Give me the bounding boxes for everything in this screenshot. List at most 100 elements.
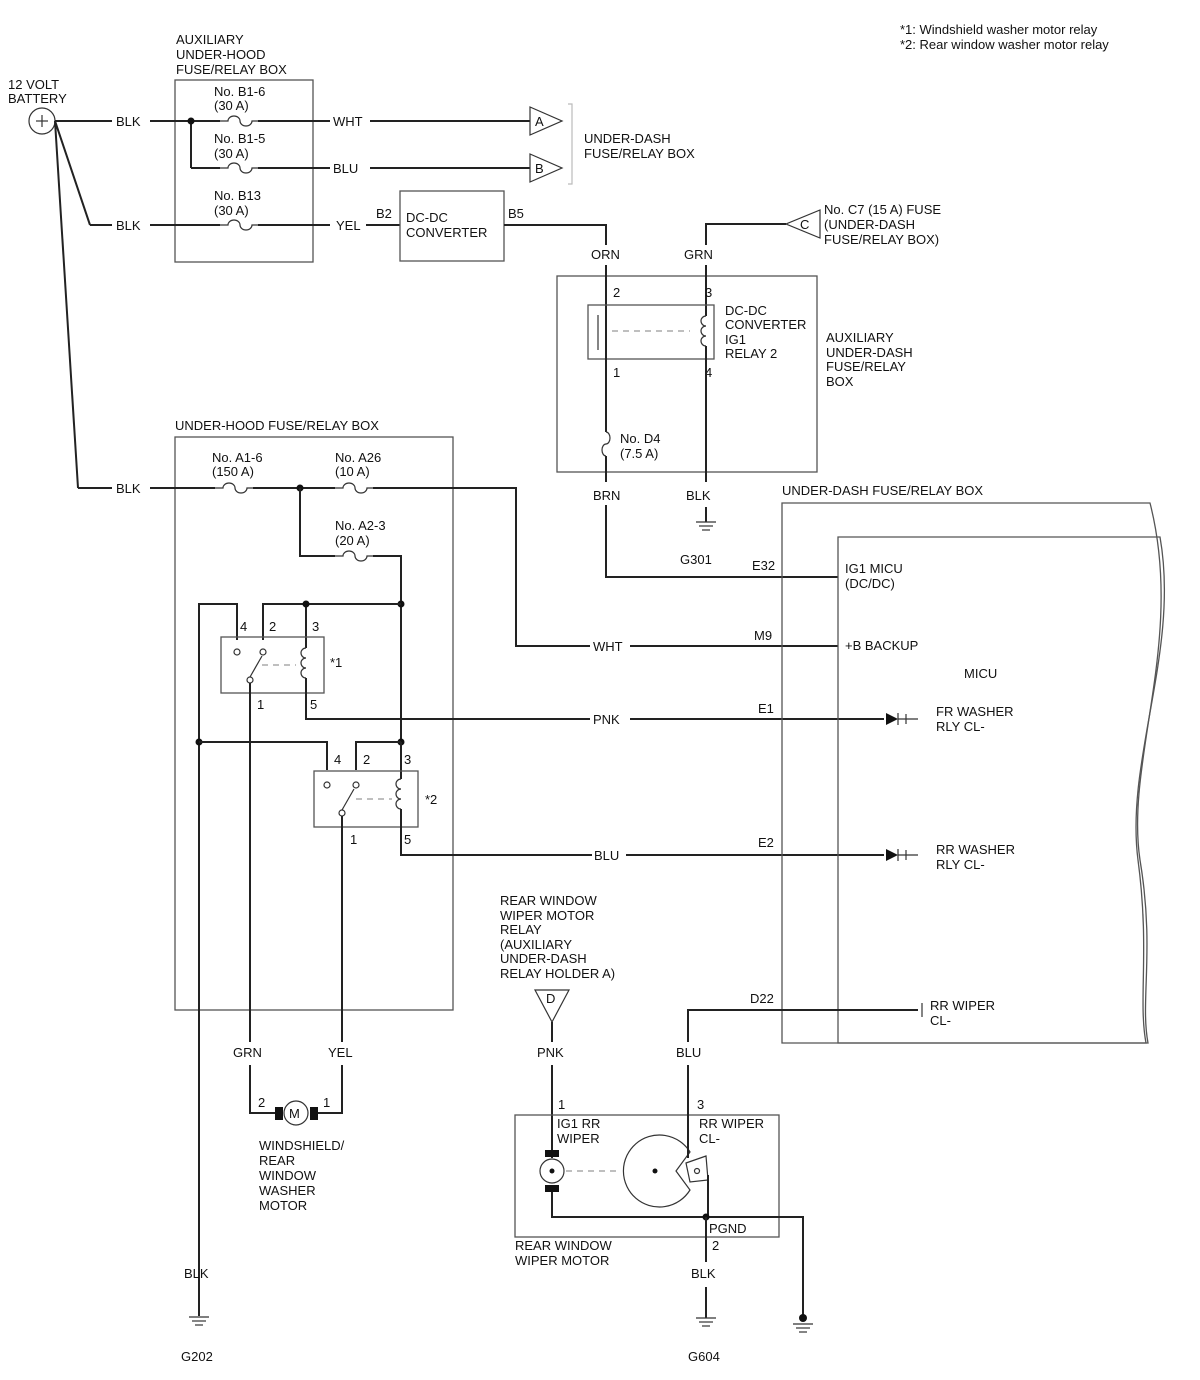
wire-label-grn-1: GRN (684, 247, 713, 262)
underdash-box-title: UNDER-DASH FUSE/RELAY BOX (782, 483, 983, 498)
aux-underdash-label-4: BOX (826, 374, 854, 389)
fuse-d4-icon (601, 431, 611, 457)
wiper-motor-icon (539, 1150, 565, 1192)
aux-underdash-label-1: AUXILIARY (826, 330, 894, 345)
bracket (568, 103, 573, 185)
micu-rr-washer-1: RR WASHER (936, 842, 1015, 857)
wire-relay2-pin2 (355, 741, 401, 770)
fuse-a1-6-icon (215, 482, 253, 494)
wire-label-blu-1: BLU (333, 161, 358, 176)
relay2-label-3: IG1 (725, 332, 746, 347)
fuse-a26-icon (335, 482, 373, 494)
fuse-b13-icon (220, 219, 258, 231)
wiper-motor-pin-3: 3 (697, 1097, 704, 1112)
fuse-b1-6-rating: (30 A) (214, 98, 249, 113)
relay1-pin-2: 2 (269, 619, 276, 634)
wire-b5-orn (504, 224, 607, 245)
connector-a-label: A (535, 114, 544, 129)
relay2x-pin-2: 2 (363, 752, 370, 767)
micu-pin-e32: E32 (752, 558, 775, 573)
wire-label-blk-1: BLK (116, 114, 141, 129)
relay2-label-4: RELAY 2 (725, 346, 777, 361)
fuse-a2-3-rating: (20 A) (335, 533, 370, 548)
fuse-b1-6-icon (220, 115, 258, 127)
relay2-coil-icon (700, 308, 707, 365)
fuse-a26-name: No. A26 (335, 450, 381, 465)
wire-label-yel-2: YEL (328, 1045, 353, 1060)
relay1-pin-5: 5 (310, 697, 317, 712)
connector-b-icon (529, 153, 564, 183)
rr-relay-label-2: WIPER MOTOR (500, 908, 594, 923)
fuse-b1-6-name: No. B1-6 (214, 84, 265, 99)
junction-dot (799, 1314, 807, 1322)
washer-motor-symbol: M (289, 1106, 300, 1121)
wire-a26-wht (373, 487, 590, 647)
wiper-motor-pin-2: 2 (712, 1238, 719, 1253)
wire-label-grn-2: GRN (233, 1045, 262, 1060)
underdash-ref-line1: UNDER-DASH (584, 131, 671, 146)
dcdc-label-1: DC-DC (406, 210, 448, 225)
wire-label-blu-3: BLU (676, 1045, 701, 1060)
rr-relay-label-1: REAR WINDOW (500, 893, 598, 908)
connector-c-label: C (800, 217, 809, 232)
wiper-motor-name-1: REAR WINDOW (515, 1238, 613, 1253)
washer-motor-pin-2: 2 (258, 1095, 265, 1110)
wire-label-blk-4: BLK (686, 488, 711, 503)
c7-fuse-line2: (UNDER-DASH (824, 217, 915, 232)
wire-label-blu-2: BLU (594, 848, 619, 863)
rr-washer-diode-icon (886, 849, 918, 861)
aux-underhood-internal-wires (150, 120, 330, 226)
wire-motor-ground (551, 1192, 804, 1318)
wire-relay-pin4-ground (198, 603, 238, 1316)
fuse-a26-rating: (10 A) (335, 464, 370, 479)
wire-label-yel-1: YEL (336, 218, 361, 233)
battery-label-line2: BATTERY (8, 91, 67, 106)
ground-g202-label: G202 (181, 1349, 213, 1364)
ground-g202-icon (189, 1316, 209, 1326)
wire-c-grn (705, 223, 786, 245)
wiper-cl-label-1: RR WIPER (699, 1116, 764, 1131)
connector-d-icon (534, 989, 570, 1024)
fuse-a2-3-name: No. A2-3 (335, 518, 386, 533)
wire-relay1-pnk (305, 678, 590, 720)
underdash-box (781, 502, 1162, 1044)
wiper-pgnd-label: PGND (709, 1221, 747, 1236)
washer-motor-label-1: WINDSHIELD/ (259, 1138, 345, 1153)
washer-motor-label-2: REAR (259, 1153, 295, 1168)
wire-relay2-pin4 (199, 741, 328, 770)
underhood-box-title: UNDER-HOOD FUSE/RELAY BOX (175, 418, 379, 433)
note-relay-1: *1: Windshield washer motor relay (900, 22, 1098, 37)
ground-g604-icon (696, 1317, 716, 1327)
relay2x-pin-3: 3 (404, 752, 411, 767)
micu-title: MICU (964, 666, 997, 681)
relay2-switch-icon (597, 308, 607, 365)
relay2x-coil-icon (395, 778, 402, 810)
aux-underhood-box (174, 79, 314, 263)
fuse-b1-5-icon (220, 162, 258, 174)
note-relay-2: *2: Rear window washer motor relay (900, 37, 1109, 52)
relay2x-switch-icon (323, 781, 360, 817)
battery-label-line1: 12 VOLT (8, 77, 59, 92)
micu-pin-e2: E2 (758, 835, 774, 850)
washer-motor-icon (275, 1100, 318, 1126)
connector-a-icon (529, 106, 564, 136)
wire-to-a2-3 (299, 488, 335, 557)
wire-a2-3-bus (373, 555, 402, 742)
wire-relay1-pin2 (262, 603, 401, 640)
underhood-box (174, 436, 454, 1011)
aux-underhood-label-3: FUSE/RELAY BOX (176, 62, 287, 77)
fuse-b13-name: No. B13 (214, 188, 261, 203)
fuse-b13-rating: (30 A) (214, 203, 249, 218)
aux-underhood-label-2: UNDER-HOOD (176, 47, 266, 62)
wiper-ig1-label-1: IG1 RR (557, 1116, 600, 1131)
ground-g301-icon (696, 521, 716, 531)
relay2x-pin-5: 5 (404, 832, 411, 847)
rr-relay-label-4: (AUXILIARY (500, 937, 572, 952)
rr-relay-label-6: RELAY HOLDER A) (500, 966, 615, 981)
fuse-d4-name: No. D4 (620, 431, 660, 446)
wiper-cl-label-2: CL- (699, 1131, 720, 1146)
aux-underdash-box (556, 275, 818, 473)
fuse-b1-5-name: No. B1-5 (214, 131, 265, 146)
micu-rr-washer-2: RLY CL- (936, 857, 985, 872)
wiper-cam-icon (622, 1134, 709, 1208)
